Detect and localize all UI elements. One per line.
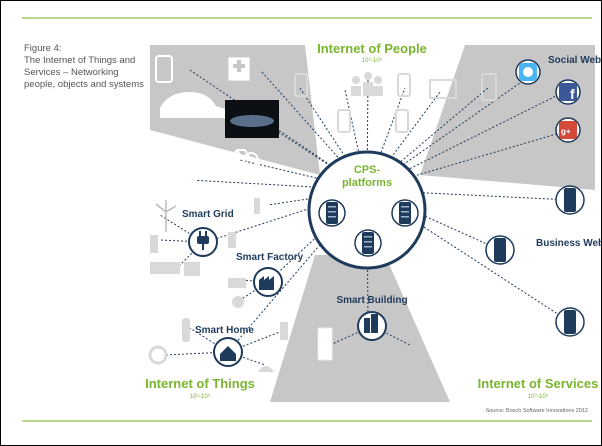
caption-line-1: Figure 4: [24,43,62,54]
server-icon [354,229,382,257]
cps-label-line1: CPS- [354,164,381,176]
smart-factory-label: Smart Factory [236,252,304,263]
smart-grid-label: Smart Grid [182,209,234,220]
smart-home-label: Smart Home [195,325,254,336]
phone-icon [294,73,308,97]
server-icon [555,307,585,337]
source-note: Source: Bosch Software Innovations 2012 [485,408,588,414]
figure-caption: Figure 4: The Internet of Things and Ser… [24,43,144,91]
server-icon [485,235,515,265]
caption-line-2: The Internet of Things and [24,55,136,66]
home-icon [213,337,243,367]
svg-text:g+: g+ [561,127,571,136]
google-plus-icon: g+ [555,117,581,143]
business-web-label: Business Web [536,238,602,249]
internet-of-people-title: Internet of People [317,41,427,56]
battery-icon [228,232,236,248]
tablet-icon [481,73,497,101]
building-icon [357,311,387,341]
phone-icon [337,109,351,133]
twitter-icon [515,59,541,85]
server-icon [318,199,346,227]
thermostat-icon [280,322,288,340]
internet-of-services-title: Internet of Services [478,376,599,391]
internet-of-things-title: Internet of Things [145,376,255,391]
smart-building-label: Smart Building [336,295,407,306]
cps-platform-circle [307,150,427,270]
internet-of-people-subtitle: 10⁹-10⁹ [362,57,383,64]
gear-icon [232,296,244,308]
bottom-rule [22,420,592,422]
wind-turbine-icon [155,200,177,232]
medical-panel-icon [227,56,251,82]
caption-line-3: Services – Networking [24,67,119,78]
laptop-icon [429,79,457,99]
tablet-icon [155,55,173,83]
solar-panel-icon [184,262,200,276]
top-rule [22,17,592,19]
display-icon [150,262,180,274]
svg-text:f: f [570,86,575,102]
light-bulb-icon [182,318,190,342]
facebook-icon: f [555,79,581,105]
phone-icon [395,109,409,133]
meter-icon [150,235,158,253]
washing-machine-icon [148,345,168,365]
social-wedge [420,45,595,190]
factory-icon [253,267,283,297]
internet-of-things-subtitle: 10⁹-10⁹ [190,393,211,400]
electric-car-icon [160,92,228,118]
charger-icon [254,198,260,214]
server-icon [555,185,585,215]
car-photo-vehicle [230,115,274,127]
social-web-label: Social Web [548,55,601,66]
machine-icon [228,278,246,288]
caption-line-4: people, objects and systems [24,79,144,90]
power-plug-icon [188,227,218,257]
small-car-icon [154,171,204,189]
internet-of-services-subtitle: 10⁹-10⁹ [528,393,549,400]
cps-label-line2: platforms [342,177,392,189]
server-icon [391,199,419,227]
phone-icon [397,73,411,97]
door-icon [317,327,333,361]
bicycle-icon [221,149,259,168]
people-group-icon [351,72,383,96]
alarm-icon [258,366,274,372]
